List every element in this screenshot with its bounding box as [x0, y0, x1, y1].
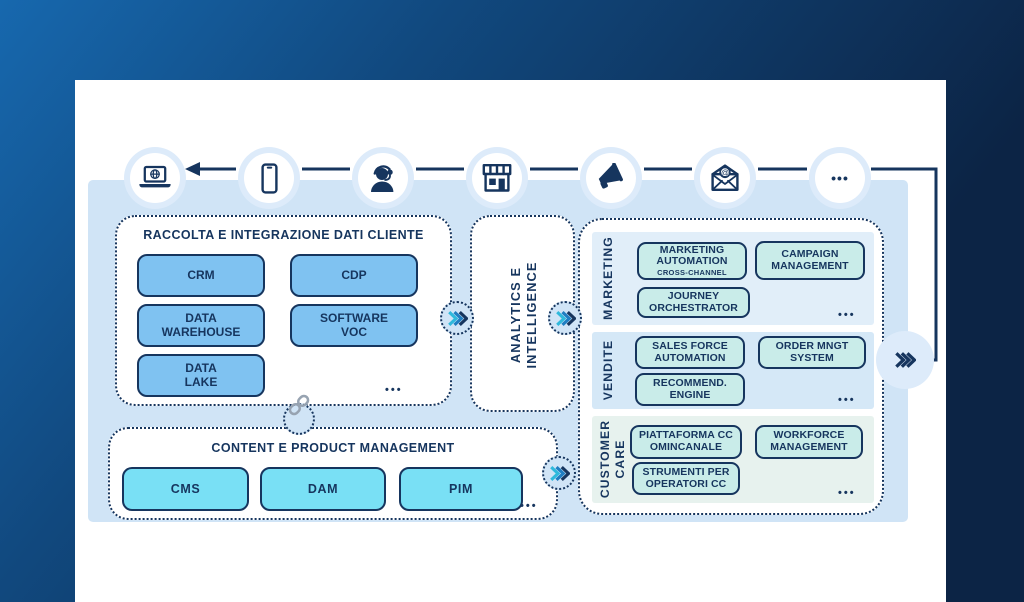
ellipsis-icon: •••	[815, 153, 865, 203]
analytics-label: ANALYTICS E INTELLIGENCE	[508, 261, 539, 369]
box-order-mngt-system: ORDER MNGT SYSTEM	[758, 336, 866, 369]
chevron-right-icon	[895, 352, 916, 368]
chevron-notch-data-analytics	[440, 301, 474, 335]
email-icon: @	[700, 153, 750, 203]
chevron-right-icon	[447, 310, 468, 326]
box-crm: CRM	[137, 254, 265, 297]
more-indicator: •••	[520, 500, 538, 512]
laptop-icon	[130, 153, 180, 203]
section-content-product: CONTENT E PRODUCT MANAGEMENT CMS DAM PIM…	[108, 427, 558, 520]
marketing-label: MARKETING	[601, 236, 616, 320]
output-chevron-circle	[876, 331, 934, 389]
box-data-lake: DATA LAKE	[137, 354, 265, 397]
store-icon	[472, 153, 522, 203]
megaphone-icon	[586, 153, 636, 203]
chevron-notch-analytics-frontoffice	[548, 301, 582, 335]
channel-circle-laptop	[124, 147, 186, 209]
chevron-right-icon	[549, 465, 570, 481]
box-sales-force-automation: SALES FORCE AUTOMATION	[635, 336, 745, 369]
channel-circle-support	[352, 147, 414, 209]
channel-circle-smartphone	[238, 147, 300, 209]
more-indicator: •••	[838, 487, 856, 499]
ellipsis-glyph: •••	[831, 170, 849, 186]
channel-circle-more: •••	[809, 147, 871, 209]
chevron-notch-content-frontoffice	[542, 456, 576, 490]
box-piattaforma-cc: PIATTAFORMA CC OMINCANALE	[630, 425, 742, 459]
box-sublabel: CROSS-CHANNEL	[657, 268, 727, 278]
channel-circle-store	[466, 147, 528, 209]
customer-support-icon	[358, 153, 408, 203]
more-indicator: •••	[838, 309, 856, 321]
svg-text:@: @	[721, 168, 729, 177]
more-indicator: •••	[838, 394, 856, 406]
vendite-label: VENDITE	[601, 339, 616, 401]
box-cms: CMS	[122, 467, 249, 511]
box-workforce-management: WORKFORCE MANAGEMENT	[755, 425, 863, 459]
link-icon	[286, 392, 312, 423]
box-marketing-automation: MARKETING AUTOMATION CROSS-CHANNEL	[637, 242, 747, 280]
box-recommend-engine: RECOMMEND. ENGINE	[635, 373, 745, 406]
box-campaign-management: CAMPAIGN MANAGEMENT	[755, 241, 865, 280]
section-title: CONTENT E PRODUCT MANAGEMENT	[211, 441, 455, 455]
customer-care-label: CUSTOMER CARE	[597, 419, 627, 499]
channel-circle-email: @	[694, 147, 756, 209]
section-data-collection: RACCOLTA E INTEGRAZIONE DATI CLIENTE CRM…	[115, 215, 452, 406]
smartphone-icon	[244, 153, 294, 203]
box-journey-orchestrator: JOURNEY ORCHESTRATOR	[637, 287, 750, 318]
chevron-right-icon	[555, 310, 576, 326]
section-front-office: MARKETING VENDITE CUSTOMER CARE MARKETIN…	[578, 218, 884, 515]
channel-circle-megaphone	[580, 147, 642, 209]
box-strumenti-operatori: STRUMENTI PER OPERATORI CC	[632, 462, 740, 495]
box-label: MARKETING AUTOMATION	[656, 243, 728, 268]
box-data-warehouse: DATA WAREHOUSE	[137, 304, 265, 347]
box-cdp: CDP	[290, 254, 418, 297]
section-title: RACCOLTA E INTEGRAZIONE DATI CLIENTE	[143, 228, 424, 242]
more-indicator: •••	[385, 384, 403, 396]
box-pim: PIM	[399, 467, 523, 511]
box-software-voc: SOFTWARE VOC	[290, 304, 418, 347]
box-dam: DAM	[260, 467, 386, 511]
